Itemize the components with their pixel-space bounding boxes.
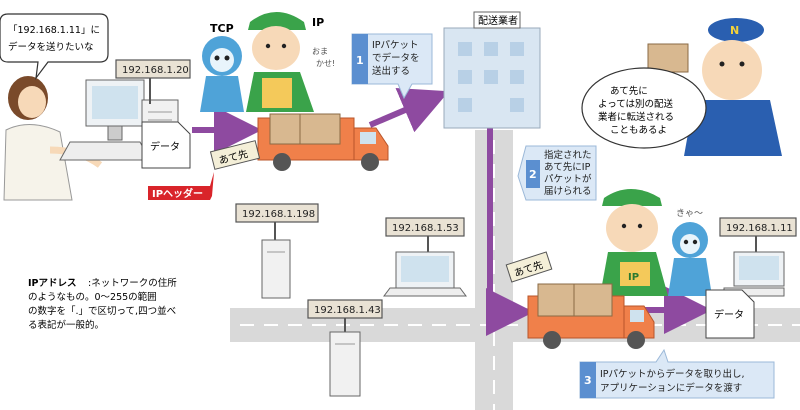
- courier-building: 配送業者: [443, 11, 541, 129]
- user-speech-line1: 「192.168.1.11」に: [8, 25, 100, 36]
- receiver-tcp-character: きゃ〜: [668, 208, 712, 296]
- step-2-callout: 2 指定された あて先にIP パケットが 届けられる: [517, 145, 597, 201]
- courier-speech-line1: あて先に: [610, 85, 648, 97]
- courier-speech-bubble: あて先に よっては別の配送 業者に転送される こともあるよ: [581, 67, 707, 149]
- tcp-character: TCP: [200, 22, 244, 112]
- step-3-line2: アプリケーションにデータを渡す: [600, 382, 742, 394]
- receiver-ip-badge: IP: [628, 272, 639, 283]
- receiver-address: 192.168.1.11: [726, 223, 793, 234]
- host-c: 192.168.1.43: [307, 299, 383, 397]
- receiver-computer: 192.168.1.11: [719, 217, 797, 297]
- tcp-label: TCP: [210, 22, 234, 35]
- courier-speech-line4: こともあるよ: [610, 125, 667, 136]
- sender-user: [3, 76, 103, 201]
- step-2-line1: 指定された: [544, 149, 592, 161]
- host-b: 192.168.1.53: [383, 217, 467, 297]
- host-a-address: 192.168.1.198: [242, 209, 315, 220]
- step-1-callout: 1 IPパケット でデータを 送出する: [351, 33, 433, 100]
- step-2-line4: 届けられる: [544, 186, 592, 197]
- flow-arrows: [192, 88, 712, 336]
- step-1-line3: 送出する: [372, 65, 410, 77]
- step-3-number: 3: [584, 374, 592, 387]
- data-document: データ: [141, 121, 191, 169]
- host-c-address: 192.168.1.43: [314, 305, 381, 316]
- courier-speech-line2: よっては別の配送: [598, 98, 674, 110]
- courier-speech-line3: 業者に転送される: [598, 111, 674, 123]
- courier-character: N: [647, 18, 782, 156]
- sender-truck: [257, 113, 389, 171]
- sender-address-sign: 192.168.1.20: [115, 59, 191, 104]
- receiver-char-speech: きゃ〜: [676, 208, 703, 219]
- received-data-document: データ: [705, 289, 755, 339]
- step-2-line2: あて先にIP: [544, 161, 591, 173]
- note-term: IPアドレス: [28, 278, 77, 289]
- ip-character: IP おま かせ!: [246, 12, 335, 112]
- ip-label: IP: [312, 16, 324, 29]
- step-3-callout: 3 IPパケットからデータを取り出し, アプリケーションにデータを渡す: [579, 348, 775, 399]
- ip-header-label: IPヘッダー: [148, 172, 214, 200]
- host-a: 192.168.1.198: [235, 203, 319, 299]
- step-1-number: 1: [356, 54, 364, 67]
- sender-address-label: 192.168.1.20: [122, 65, 189, 76]
- step-2-line3: パケットが: [544, 173, 592, 185]
- courier-cap-letter: N: [730, 24, 739, 37]
- step-1-line2: でデータを: [372, 52, 420, 64]
- note-line3: の数字を「.」で区切って,四つ並べ: [28, 305, 176, 317]
- step-1-line1: IPパケット: [372, 40, 419, 51]
- ip-char-speech-1: おま: [312, 47, 328, 56]
- receiver-ip-character: IP: [600, 189, 668, 296]
- note-line2: のようなもの。0〜255の範囲: [28, 291, 157, 303]
- received-data-label: データ: [714, 308, 744, 321]
- receiver-truck: [527, 283, 655, 349]
- user-speech-line2: データを送りたいな: [8, 41, 94, 53]
- step-2-number: 2: [529, 168, 537, 181]
- note-line4: る表記が一般的。: [28, 319, 104, 331]
- data-document-label: データ: [150, 140, 180, 153]
- ip-header-text: IPヘッダー: [152, 187, 203, 200]
- user-speech-bubble: 「192.168.1.11」に データを送りたいな: [0, 13, 109, 81]
- host-b-address: 192.168.1.53: [392, 223, 459, 234]
- ip-char-speech-2: かせ!: [316, 59, 335, 68]
- receiver-destination-tag: あて先: [505, 251, 553, 283]
- ip-address-note: IPアドレス :ネットワークの住所 のようなもの。0〜255の範囲 の数字を「.…: [28, 277, 177, 331]
- courier-company-label: 配送業者: [478, 14, 518, 27]
- note-line1: :ネットワークの住所: [88, 277, 177, 289]
- step-3-line1: IPパケットからデータを取り出し,: [600, 368, 745, 380]
- sender-destination-tag: あて先: [209, 140, 261, 170]
